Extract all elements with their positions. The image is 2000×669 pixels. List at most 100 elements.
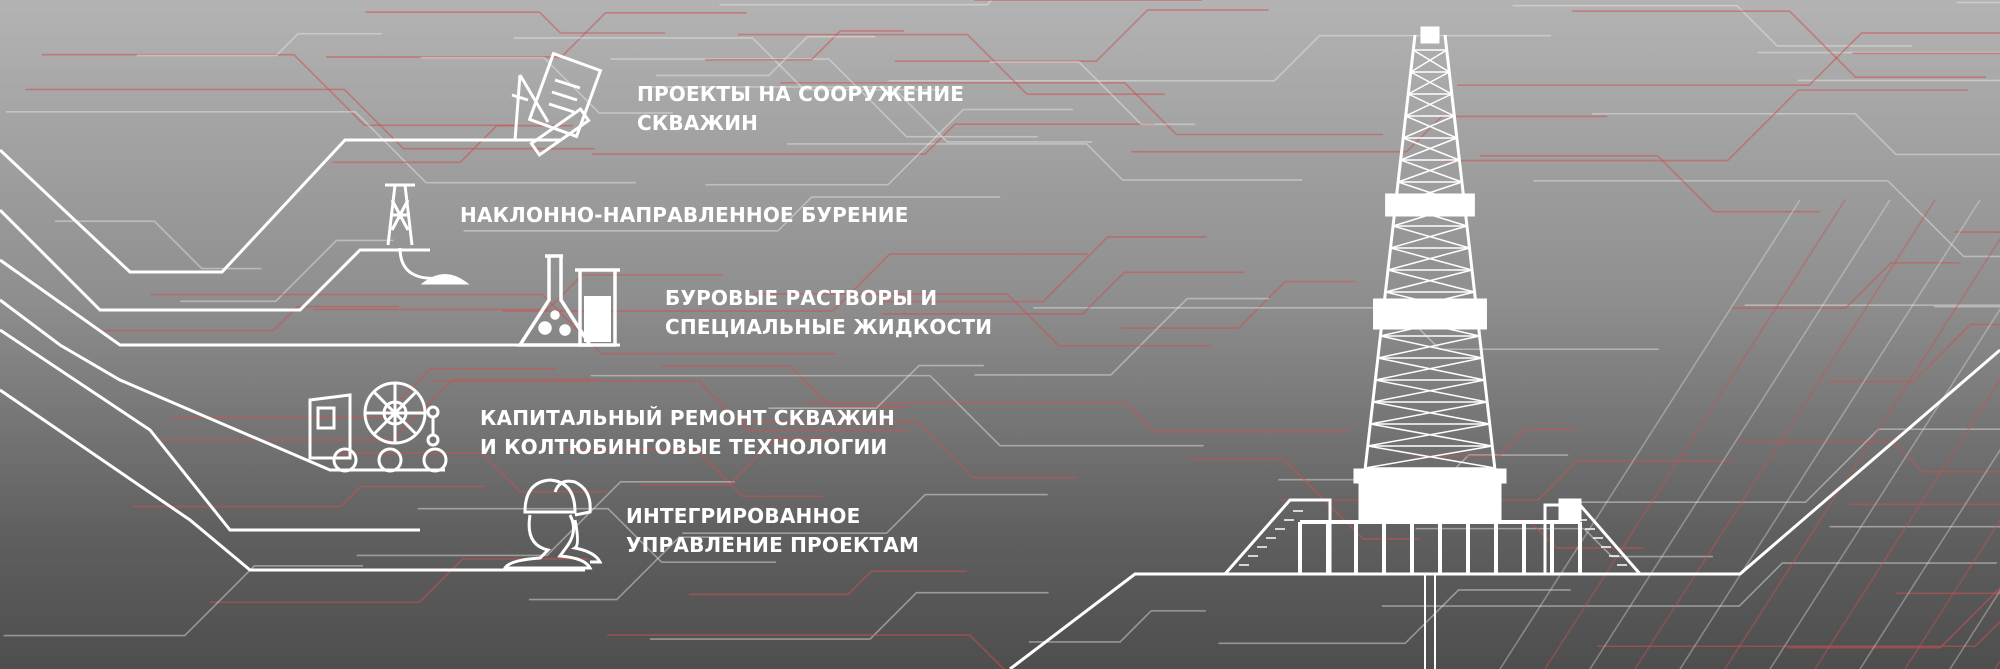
- service-label-line: КАПИТАЛЬНЫЙ РЕМОНТ СКВАЖИН: [480, 406, 895, 430]
- rig-part: [1358, 480, 1502, 524]
- rig-part: [1223, 498, 1332, 575]
- circuit-line: [705, 108, 1073, 186]
- circuit-line: [1381, 562, 1997, 607]
- circuit-line: [1444, 89, 1968, 162]
- rig-part: [1353, 468, 1507, 484]
- rig-part: [1373, 298, 1487, 330]
- rig-part: [1385, 193, 1475, 217]
- service-label-line: ПРОЕКТЫ НА СООРУЖЕНИЕ: [637, 82, 965, 106]
- circuit-line: [607, 634, 1005, 669]
- circuit-line: [1589, 199, 1891, 669]
- circuit-line: [513, 37, 948, 91]
- circuit-line: [754, 293, 1211, 347]
- circuit-line: [888, 34, 1551, 82]
- circuit-line: [1739, 440, 2000, 473]
- circuit-line: [1849, 503, 2000, 506]
- circuit-line: [561, 448, 824, 498]
- rig-part: [1410, 71, 1453, 95]
- directional-drilling-rig-icon: [385, 183, 470, 285]
- circuit-line: [1218, 589, 1571, 645]
- rig-part: [1367, 423, 1490, 447]
- circuit-line: [1512, 4, 1912, 47]
- rig-part: [1405, 115, 1458, 139]
- circuit-line: [463, 196, 1001, 232]
- service-item-directional-drilling[interactable]: НАКЛОННО-НАПРАВЛЕННОЕ БУРЕНИЕ: [460, 201, 909, 230]
- circuit-line: [1744, 304, 2000, 307]
- rig-part: [1402, 137, 1460, 161]
- circuit-line: [1797, 79, 2000, 82]
- circuit-line: [881, 271, 1245, 315]
- rig-part: [1390, 225, 1468, 249]
- rig-part: [1407, 71, 1450, 95]
- service-item-well-design[interactable]: ПРОЕКТЫ НА СООРУЖЕНИЕ СКВАЖИН: [637, 80, 964, 138]
- circuit-line: [878, 236, 1207, 303]
- circuit-line: [592, 123, 1155, 155]
- circuit-line: [3, 565, 364, 637]
- circuit-line: [639, 437, 830, 486]
- service-label-line: ИНТЕГРИРОВАННОЕ: [626, 504, 861, 528]
- circuit-line: [337, 452, 607, 493]
- circuit-line: [1954, 231, 2000, 233]
- circuit-line: [136, 32, 382, 57]
- circuit-line: [741, 420, 1078, 479]
- rig-part: [1400, 137, 1458, 161]
- rig-part: [1420, 26, 1440, 44]
- service-label-line: БУРОВЫЕ РАСТВОРЫ И: [665, 286, 938, 310]
- circuit-line: [656, 35, 876, 77]
- circuit-line: [150, 293, 837, 355]
- circuit-line: [365, 11, 665, 34]
- service-label-line: НАКЛОННО-НАПРАВЛЕННОЕ БУРЕНИЕ: [460, 203, 909, 227]
- rig-part: [1387, 247, 1470, 271]
- circuit-line: [1814, 378, 2000, 669]
- circuit-line: [1414, 427, 1577, 457]
- circuit-lines: [3, 0, 2000, 669]
- service-item-workover-coiled-tubing[interactable]: КАПИТАЛЬНЫЙ РЕМОНТ СКВАЖИН И КОЛТЮБИНГОВ…: [480, 404, 895, 462]
- circuit-line: [1572, 10, 1986, 78]
- circuit-line: [894, 9, 1269, 63]
- drilling-rig-illustration: [1223, 26, 1642, 669]
- circuit-line: [326, 11, 747, 58]
- circuit-line: [1028, 610, 1206, 643]
- circuit-line: [430, 380, 909, 432]
- circuit-line: [502, 253, 1088, 312]
- circuit-line: [1859, 448, 2000, 669]
- circuit-line: [104, 305, 400, 332]
- circuit-line: [1121, 280, 1356, 329]
- circuit-line: [5, 111, 636, 184]
- circuit-line: [1769, 307, 2000, 669]
- circuit-line: [1499, 199, 1801, 669]
- rig-part: [1410, 49, 1448, 73]
- rig-part: [1363, 34, 1417, 471]
- rig-part: [1370, 401, 1488, 425]
- circuit-line: [417, 507, 776, 564]
- rig-part: [1407, 93, 1455, 117]
- circuit-line: [989, 61, 1195, 126]
- circuit-line: [421, 56, 673, 114]
- circuit-line: [25, 88, 595, 150]
- rig-part: [1443, 34, 1497, 471]
- service-label-line: СПЕЦИАЛЬНЫЕ ЖИДКОСТИ: [665, 315, 993, 339]
- service-item-drilling-fluids[interactable]: БУРОВЫЕ РАСТВОРЫ И СПЕЦИАЛЬНЫЕ ЖИДКОСТИ: [665, 284, 992, 342]
- circuit-line: [1679, 199, 1981, 669]
- rig-part: [1375, 357, 1483, 381]
- circuit-line: [768, 364, 984, 410]
- terrain-step-lines: [0, 138, 2000, 669]
- circuit-line: [649, 591, 1049, 640]
- circuit-line: [682, 493, 1048, 535]
- circuit-line: [1479, 154, 1821, 213]
- circuit-line: [1131, 115, 1608, 153]
- circuit-line: [1564, 428, 2000, 503]
- circuit-line: [356, 480, 735, 557]
- circuit-line: [1827, 323, 2000, 383]
- circuit-line: [313, 274, 723, 311]
- circuit-line: [738, 33, 1165, 95]
- circuit-line: [1634, 199, 1936, 669]
- circuit-line: [705, 30, 904, 61]
- circuit-line: [688, 570, 967, 596]
- circuit-line: [1591, 112, 2000, 156]
- service-item-project-management[interactable]: ИНТЕГРИРОВАННОЕ УПРАВЛЕНИЕ ПРОЕКТАМ: [626, 502, 919, 560]
- rig-part: [1405, 93, 1453, 117]
- rig-part: [1400, 159, 1463, 183]
- rig-part: [1402, 115, 1455, 139]
